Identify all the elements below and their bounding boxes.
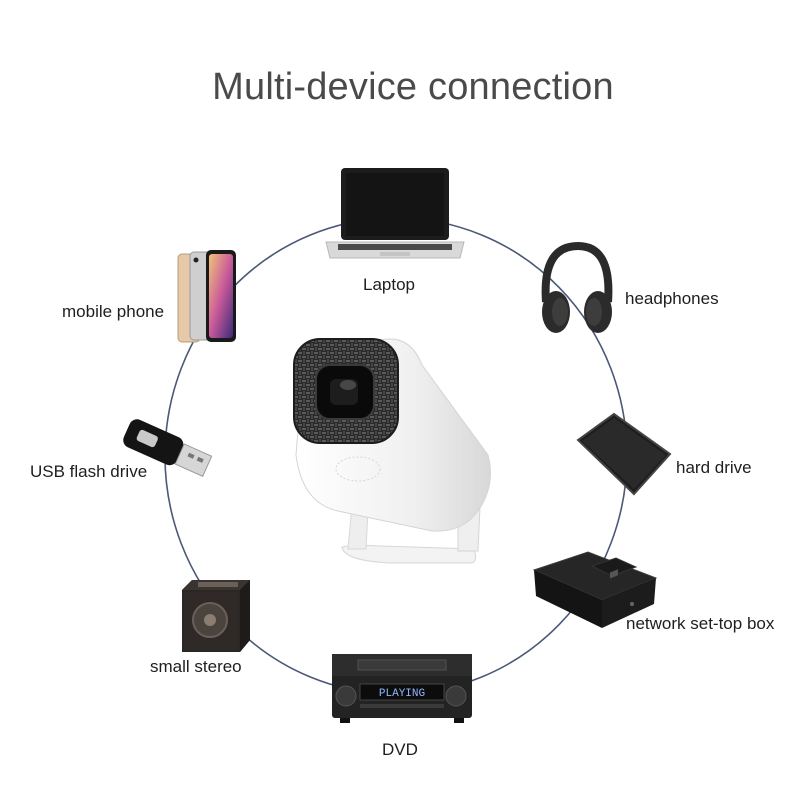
dvd-player-icon: PLAYING: [332, 654, 472, 723]
device-label-small-stereo: small stereo: [150, 657, 242, 676]
usb-flash-drive-icon: [123, 419, 213, 477]
set-top-box-icon: [532, 551, 658, 628]
laptop-icon: [325, 168, 465, 259]
device-label-usb-flash-drive: USB flash drive: [30, 462, 148, 481]
hard-drive-icon: [576, 412, 672, 496]
device-label-mobile-phone: mobile phone: [62, 302, 165, 321]
device-label-dvd: DVD: [382, 740, 418, 759]
device-label-set-top-box: network set-top box: [626, 614, 775, 633]
speaker-icon: [182, 580, 250, 652]
mini-projector-icon: [293, 338, 491, 564]
mobile-phone-icon: [177, 250, 236, 343]
headphones-icon: [541, 241, 613, 333]
device-label-hard-drive: hard drive: [676, 458, 752, 477]
page-title: Multi-device connection: [212, 66, 614, 108]
device-label-laptop: Laptop: [363, 275, 415, 294]
dvd-screen-text: PLAYING: [379, 688, 425, 700]
device-label-headphones: headphones: [625, 289, 719, 308]
